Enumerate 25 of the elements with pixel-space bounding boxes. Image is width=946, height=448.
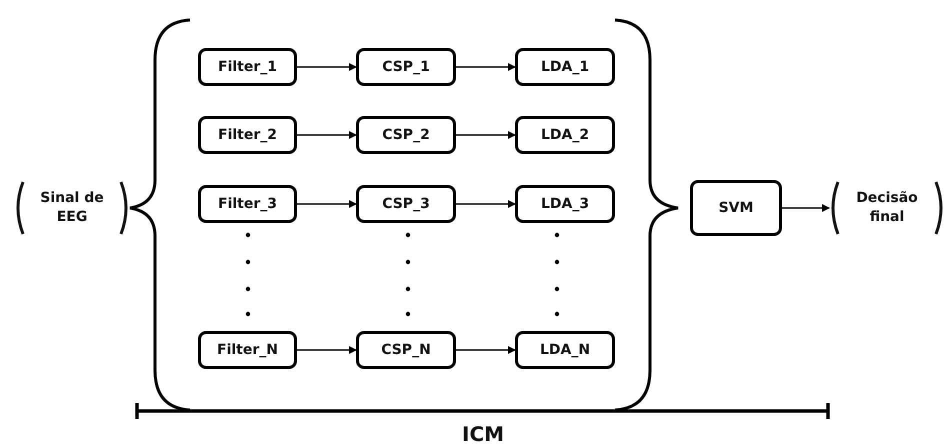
- process-box: Filter_N: [198, 331, 297, 369]
- arrow: [782, 204, 830, 212]
- process-box: CSP_2: [356, 116, 456, 154]
- process-box: LDA_2: [515, 116, 615, 154]
- arrow: [297, 200, 357, 208]
- arrow: [456, 346, 516, 354]
- process-box: LDA_3: [515, 185, 615, 223]
- arrow: [456, 200, 516, 208]
- terminal-text: Sinal de EEG: [39, 189, 105, 227]
- process-box: Filter_1: [198, 48, 297, 86]
- process-box: CSP_N: [356, 331, 456, 369]
- process-box: LDA_1: [515, 48, 615, 86]
- arrow: [297, 63, 357, 71]
- process-box: Filter_2: [198, 116, 297, 154]
- arrow: [297, 131, 357, 139]
- terminal-text: Decisão final: [855, 189, 919, 227]
- arrow: [456, 131, 516, 139]
- bracket-label: ICM: [462, 422, 504, 446]
- arrow: [456, 63, 516, 71]
- process-box: Filter_3: [198, 185, 297, 223]
- process-box: SVM: [690, 180, 782, 236]
- arrow: [297, 346, 357, 354]
- process-box: LDA_N: [515, 331, 615, 369]
- process-box: CSP_3: [356, 185, 456, 223]
- process-box: CSP_1: [356, 48, 456, 86]
